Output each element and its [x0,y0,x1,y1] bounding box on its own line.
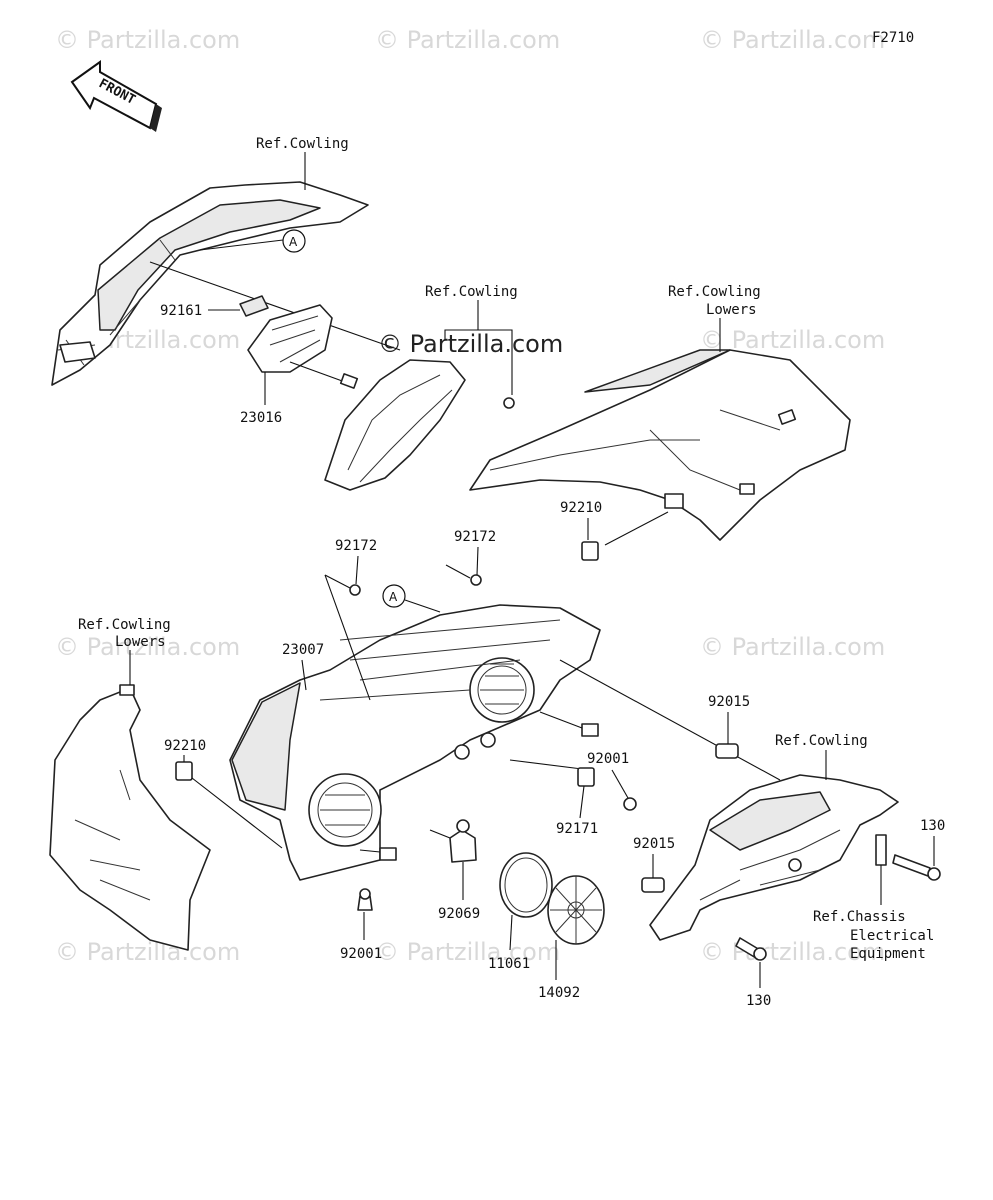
watermark-8: © Partzilla.com [55,938,240,966]
part-130-bottom [735,937,767,961]
watermark-3: © Partzilla.com [700,26,885,54]
watermark-1: © Partzilla.com [55,26,240,54]
part-11061-label: 11061 [488,956,530,972]
mid-cowling [324,359,515,491]
ref-cowling-mid: Ref.Cowling [425,284,518,300]
part-130-bottom-label: 130 [746,993,771,1009]
part-92210-top [581,511,669,561]
part-92015-bottom [641,877,665,893]
ref-cowling-top: Ref.Cowling [256,136,349,152]
part-92172-left-label: 92172 [335,538,377,554]
part-23016-label: 23016 [240,410,282,426]
part-130-right [892,854,941,881]
lower-cowling-left [49,684,211,951]
ref-chassis-1: Ref.Chassis [813,909,906,925]
part-92210-top-label: 92210 [560,500,602,516]
part-92069-bulb [449,819,477,863]
part-92172-left [349,584,361,596]
part-92161 [239,295,269,317]
ref-chassis-3: Equipment [850,946,926,962]
part-92001-right [623,797,637,811]
part-23007-label: 23007 [282,642,324,658]
watermark-main: © Partzilla.com [378,330,563,358]
diagram-code: F2710 [872,30,914,46]
watermark-6: © Partzilla.com [55,633,240,661]
part-92210-left-label: 92210 [164,738,206,754]
part-92171-label: 92171 [556,821,598,837]
part-14092-cap [547,875,605,945]
part-92172-right-label: 92172 [454,529,496,545]
watermark-7: © Partzilla.com [700,633,885,661]
part-92069-label: 92069 [438,906,480,922]
part-14092-label: 14092 [538,985,580,1001]
part-92161-label: 92161 [160,303,202,319]
callout-a-top-label: A [289,235,298,249]
part-92001-bottom [357,888,373,911]
watermark-10: © Partzilla.com [700,938,885,966]
ref-chassis-2: Electrical [850,928,934,944]
ref-cowling-lowers-left-1: Ref.Cowling [78,617,171,633]
ref-cowling-lowers-right-1: Ref.Cowling [668,284,761,300]
front-arrow-icon: FRONT [70,60,162,132]
part-23007-headlight [229,604,601,881]
watermark-5: © Partzilla.com [700,326,885,354]
ref-cowling-lowers-right-2: Lowers [706,302,757,318]
lower-cowling-right [469,349,851,541]
watermark-2: © Partzilla.com [375,26,560,54]
ref-cowling-lowers-left-2: Lowers [115,634,166,650]
part-130-right-label: 130 [920,818,945,834]
right-cowling-stay [649,774,899,941]
callout-a-bottom: A [382,584,441,613]
part-92171 [577,767,595,787]
part-92172-right [470,574,482,586]
ref-cowling-right: Ref.Cowling [775,733,868,749]
part-23016 [247,304,359,389]
part-92001-bottom-label: 92001 [340,946,382,962]
watermark-9: © Partzilla.com [375,938,560,966]
upper-cowling-top [51,181,369,386]
watermarks: © Partzilla.com © Partzilla.com © Partzi… [55,26,885,966]
callout-a-top: A [149,229,401,351]
part-92001-right-label: 92001 [587,751,629,767]
part-92015-top [715,743,739,759]
part-11061-ring [499,852,553,918]
part-92015-top-label: 92015 [708,694,750,710]
part-92015-bottom-label: 92015 [633,836,675,852]
callout-a-bottom-label: A [389,590,398,604]
